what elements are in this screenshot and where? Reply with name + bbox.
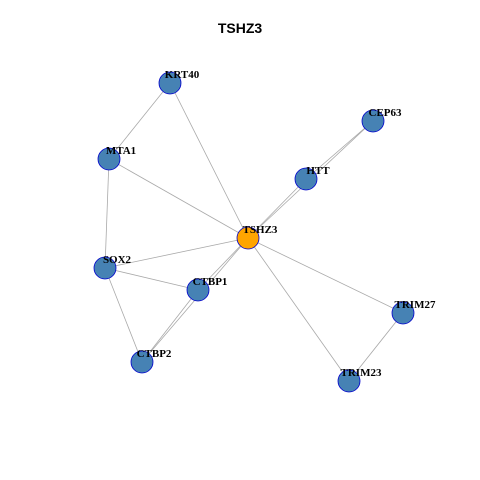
graph-title: TSHZ3 xyxy=(217,20,263,36)
node-label-krt40: KRT40 xyxy=(165,69,200,81)
node-label-ctbp2: CTBP2 xyxy=(137,348,172,360)
node-circle-htt[interactable] xyxy=(294,167,318,191)
node-circle-cep63[interactable] xyxy=(361,109,385,133)
node-trim27[interactable]: TRIM27 xyxy=(391,299,436,325)
edge-ctbp1-ctbp2 xyxy=(141,289,199,363)
node-label-trim27: TRIM27 xyxy=(395,299,436,311)
node-label-ctbp1: CTBP1 xyxy=(193,276,228,288)
edge-tshz3-trim27 xyxy=(247,237,404,314)
node-tshz3[interactable]: TSHZ3 xyxy=(236,224,278,250)
node-circle-ctbp1[interactable] xyxy=(186,278,210,302)
node-circle-mta1[interactable] xyxy=(97,147,121,171)
node-circle-trim23[interactable] xyxy=(337,369,361,393)
edge-tshz3-htt xyxy=(247,178,307,239)
edge-tshz3-ctbp1 xyxy=(197,237,249,291)
node-ctbp1[interactable]: CTBP1 xyxy=(186,276,228,302)
edge-tshz3-sox2 xyxy=(104,237,249,269)
node-sox2[interactable]: SOX2 xyxy=(93,254,132,280)
node-label-trim23: TRIM23 xyxy=(341,367,382,379)
node-label-sox2: SOX2 xyxy=(103,254,132,266)
edge-tshz3-krt40 xyxy=(169,82,249,239)
node-krt40[interactable]: KRT40 xyxy=(158,69,200,95)
edge-htt-cep63 xyxy=(305,120,374,180)
edge-tshz3-trim23 xyxy=(247,237,350,382)
node-circle-krt40[interactable] xyxy=(158,71,182,95)
node-circle-ctbp2[interactable] xyxy=(130,350,154,374)
node-label-htt: HTT xyxy=(306,165,330,177)
node-cep63[interactable]: CEP63 xyxy=(361,107,403,133)
node-label-cep63: CEP63 xyxy=(369,107,403,119)
node-trim23[interactable]: TRIM23 xyxy=(337,367,382,393)
node-circle-trim27[interactable] xyxy=(391,301,415,325)
edge-trim27-trim23 xyxy=(348,312,404,382)
node-mta1[interactable]: MTA1 xyxy=(97,145,136,171)
edges-layer xyxy=(104,82,404,382)
edge-krt40-mta1 xyxy=(108,82,171,160)
node-htt[interactable]: HTT xyxy=(294,165,330,191)
edge-tshz3-mta1 xyxy=(108,158,249,239)
edge-sox2-ctbp1 xyxy=(104,267,199,291)
node-circle-sox2[interactable] xyxy=(93,256,117,280)
node-label-mta1: MTA1 xyxy=(106,145,136,157)
edge-mta1-sox2 xyxy=(104,158,110,269)
node-label-tshz3: TSHZ3 xyxy=(243,224,278,236)
node-ctbp2[interactable]: CTBP2 xyxy=(130,348,172,374)
node-circle-tshz3[interactable] xyxy=(236,226,260,250)
edge-sox2-ctbp2 xyxy=(104,267,143,363)
